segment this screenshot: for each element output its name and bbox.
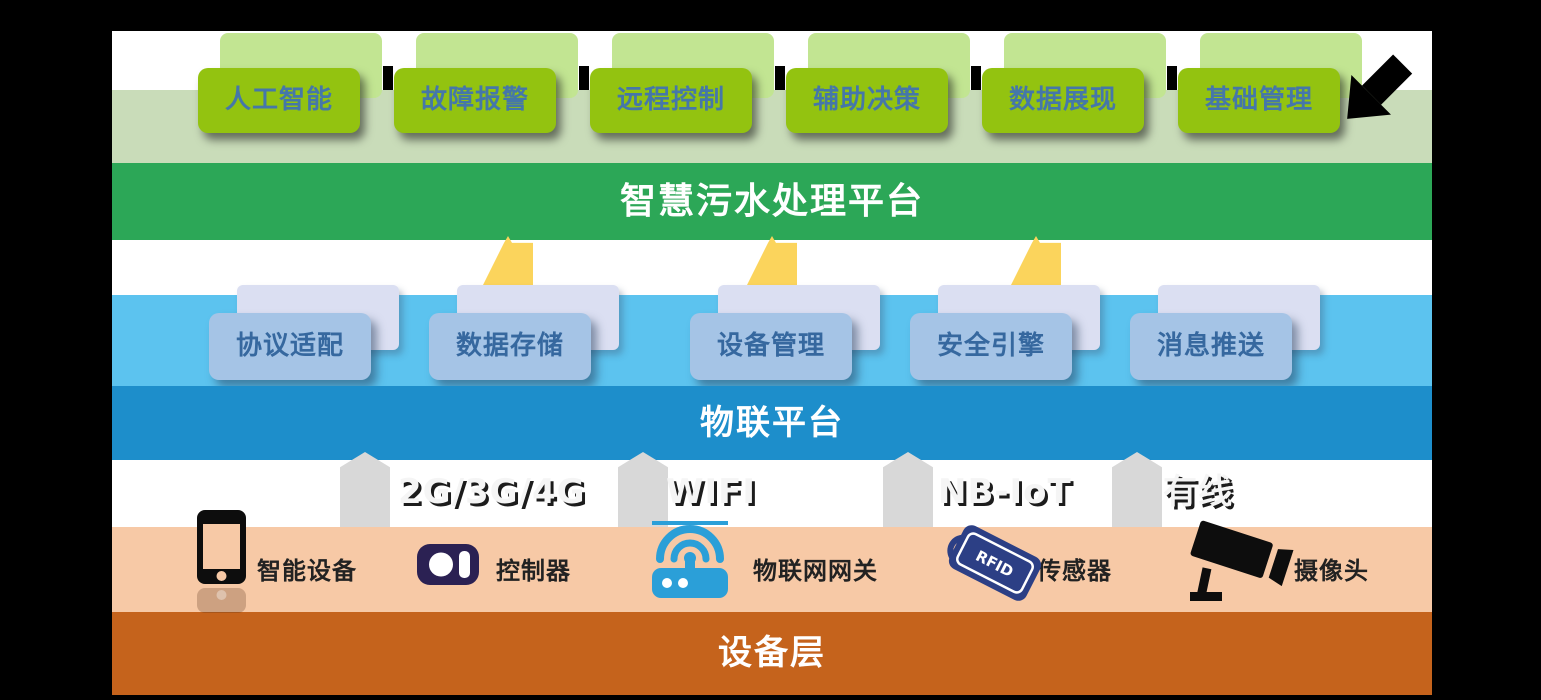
- device-label-sensor: 传感器: [1037, 557, 1112, 585]
- app-box-data-display: 数据展现: [982, 68, 1144, 133]
- connectivity-label-cellular: 2G/3G/4G: [398, 472, 586, 512]
- shadow-bar: [1167, 66, 1177, 90]
- app-box-ai: 人工智能: [198, 68, 360, 133]
- connectivity-tab: [618, 452, 668, 528]
- connectivity-tab: [883, 452, 933, 528]
- middleware-box-data-storage: 数据存储: [429, 313, 591, 380]
- connectivity-tab: [340, 452, 390, 528]
- device-label-smart-device: 智能设备: [257, 557, 357, 585]
- device-layer-banner: 设备层: [112, 612, 1432, 695]
- middleware-box-message-push: 消息推送: [1130, 313, 1292, 380]
- middleware-box-security-engine: 安全引擎: [910, 313, 1072, 380]
- middleware-box-protocol-adaptation: 协议适配: [209, 313, 371, 380]
- device-label-controller: 控制器: [496, 557, 571, 585]
- platform-banner: 智慧污水处理平台: [112, 163, 1432, 240]
- shadow-bar: [383, 66, 393, 90]
- app-box-decision-support: 辅助决策: [786, 68, 948, 133]
- device-label-camera: 摄像头: [1294, 557, 1369, 585]
- iot-platform-banner: 物联平台: [112, 386, 1432, 460]
- device-label-iot-gateway: 物联网网关: [753, 557, 878, 585]
- connectivity-tab: [1112, 452, 1162, 528]
- shadow-bar: [579, 66, 589, 90]
- app-box-basic-management: 基础管理: [1178, 68, 1340, 133]
- connectivity-label-nbiot: NB-IoT: [938, 472, 1072, 512]
- middleware-box-device-management: 设备管理: [690, 313, 852, 380]
- shadow-bar: [971, 66, 981, 90]
- app-box-fault-alarm: 故障报警: [394, 68, 556, 133]
- connectivity-label-wired: 有线: [1163, 472, 1233, 512]
- connectivity-label-wifi: WIFI: [666, 472, 757, 512]
- shadow-bar: [775, 66, 785, 90]
- app-box-remote-control: 远程控制: [590, 68, 752, 133]
